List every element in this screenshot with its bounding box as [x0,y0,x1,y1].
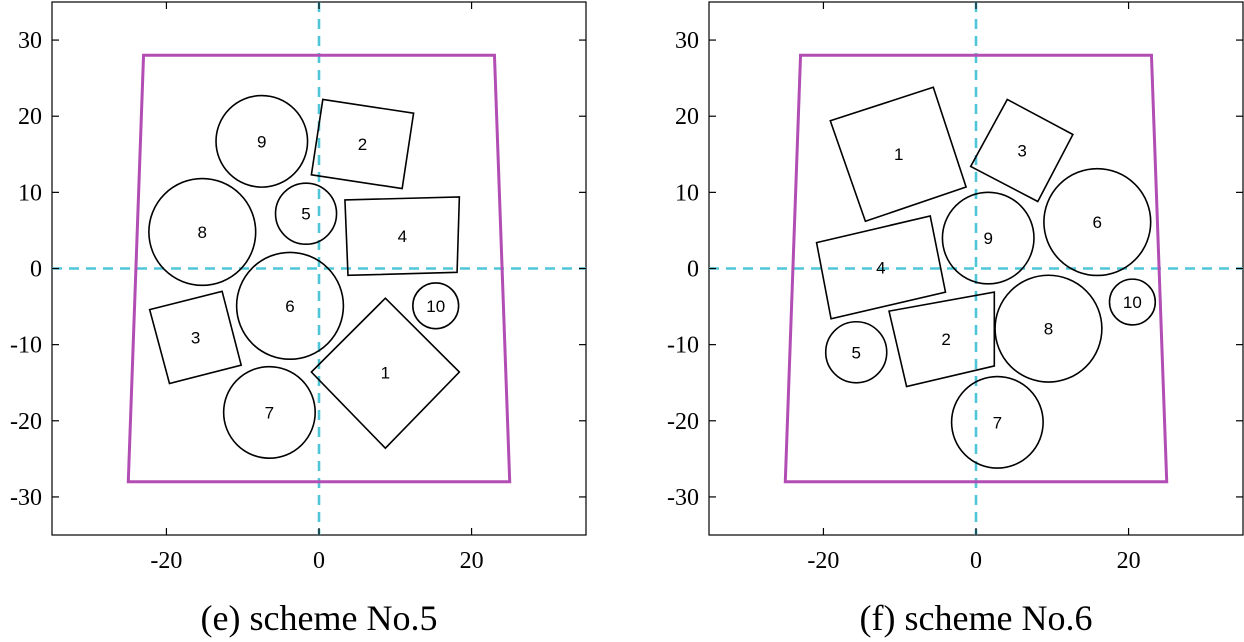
circle-object-9 [941,191,1035,285]
circle-label-7: 7 [993,413,1002,432]
circle-object-6 [235,251,345,361]
x-tick-label: 20 [1117,548,1141,574]
circle-object-8 [148,177,257,287]
container-outline [126,53,512,484]
circle-label-9: 9 [257,132,266,151]
y-tick-label: -10 [10,333,42,359]
y-tick-label: -30 [10,485,42,511]
y-tick-label: 20 [18,104,42,130]
circle-label-7: 7 [265,403,274,422]
x-tick-label: 20 [460,548,484,574]
plot-frame [51,1,587,536]
circle-label-8: 8 [1044,320,1053,339]
rect-object-2 [310,98,415,190]
x-tick-label: 0 [313,548,325,574]
plot-frame [708,1,1244,536]
y-tick-label: -20 [667,409,699,435]
circle-object-7 [222,365,316,459]
circle-label-10: 10 [1123,293,1142,312]
circle-label-6: 6 [1093,213,1102,232]
circle-object-5 [824,320,888,384]
circle-label-10: 10 [426,297,445,316]
rect-object-3 [148,290,243,385]
rect-label-2: 2 [358,135,367,154]
x-tick-label: 0 [970,548,982,574]
x-tick-label: -20 [807,548,839,574]
rect-label-4: 4 [876,258,885,277]
circle-object-7 [950,375,1044,469]
circle-label-9: 9 [983,229,992,248]
y-tick-label: 20 [675,104,699,130]
panel-caption: (f) scheme No.6 [860,598,1093,638]
y-tick-label: -30 [667,485,699,511]
y-tick-label: -20 [10,409,42,435]
circle-label-8: 8 [198,223,207,242]
y-tick-label: 30 [18,28,42,54]
circle-object-10 [1108,278,1157,326]
circle-object-6 [1043,167,1152,277]
y-tick-label: 10 [675,180,699,206]
rect-label-3: 3 [1017,141,1026,160]
rect-object-2 [888,291,996,388]
y-tick-label: 0 [30,257,42,283]
circle-object-5 [274,182,338,245]
x-tick-label: -20 [150,548,182,574]
circle-label-5: 5 [851,343,860,362]
rect-label-1: 1 [894,145,903,164]
rect-object-3 [969,98,1074,203]
circle-object-9 [215,94,309,188]
circle-label-5: 5 [301,205,310,224]
y-tick-label: 10 [18,180,42,206]
circle-object-10 [412,282,460,330]
rect-object-1 [310,297,461,450]
rect-object-4 [815,214,947,320]
y-tick-label: 30 [675,28,699,54]
panel-caption: (e) scheme No.5 [201,598,438,638]
container-outline [783,53,1169,484]
y-tick-label: 0 [687,257,699,283]
rect-object-4 [344,196,461,277]
panel-f: 9 6 10 8 5 7 1 3 4 2 -20 0 20 30 20 10 0 -10 -20 -30 (f) sch… [667,1,1244,638]
rect-label-1: 1 [381,364,390,383]
rect-label-2: 2 [941,330,950,349]
panel-e: 9 5 8 6 10 7 2 4 3 1 -20 0 20 30 20 10 0 -10 -20 -30 (e) sch… [10,1,587,638]
y-tick-label: -10 [667,333,699,359]
rect-object-1 [829,86,968,223]
rect-label-4: 4 [398,227,407,246]
rect-label-3: 3 [191,328,200,347]
circle-label-6: 6 [285,297,294,316]
